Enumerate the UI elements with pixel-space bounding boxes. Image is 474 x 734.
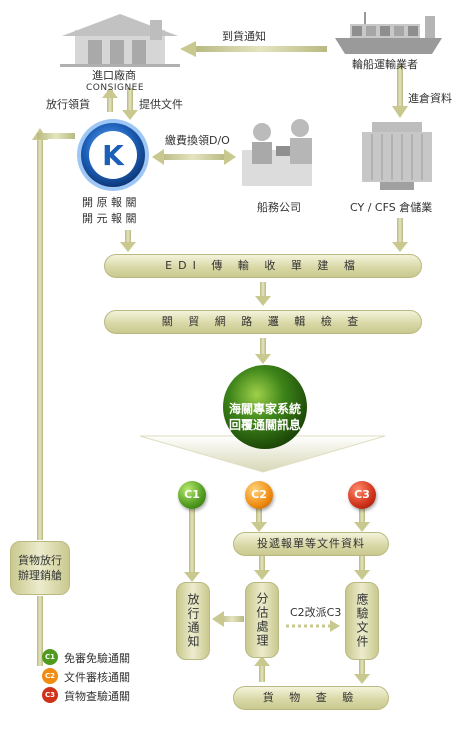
arrow-docs-to-inspection: [354, 660, 370, 684]
legend-c3-text: 貨物查驗通關: [64, 690, 130, 703]
arrival-notice-label: 到貨通知: [222, 30, 266, 43]
shipping-agent-label: 船務公司: [257, 201, 301, 214]
release-cancel-line2: 辦理銷艙: [18, 569, 62, 582]
provide-docs-label: 提供文件: [139, 98, 183, 111]
release-cancel-line1: 貨物放行: [18, 554, 62, 567]
arrow-submit-to-inspection-docs: [354, 556, 370, 580]
legend-c2-text: 文件審核通關: [64, 671, 130, 684]
consignee-building-icon: [60, 14, 180, 67]
cy-cfs-label: CY / CFS 倉儲業: [350, 201, 433, 214]
expert-system-text: 海關專家系統 回覆通關訊息: [210, 401, 320, 433]
arrow-warehouse-entry: [392, 64, 408, 118]
arrow-c3-to-submit: [354, 508, 370, 532]
arrow-provide-docs: [122, 88, 138, 120]
broker-logo-icon: K: [77, 119, 149, 191]
c2-ball: C2: [245, 481, 273, 509]
arrow-c1-to-release: [184, 508, 200, 582]
inspection-docs-box: 應驗文件: [345, 582, 379, 660]
pay-fee-label: 繳費換領D/O: [165, 134, 230, 147]
arrow-release-loop: [32, 128, 75, 666]
release-pickup-label: 放行領貨: [46, 98, 90, 111]
legend-c2-icon: C2: [42, 668, 58, 684]
cargo-ship-icon: [335, 12, 442, 54]
expert-system-sphere: [223, 365, 307, 449]
network-check-bar: 關 貿 網 路 邏 輯 檢 查: [104, 310, 422, 334]
legend-c3-icon: C3: [42, 687, 58, 703]
expert-system-line1: 海關專家系統: [228, 402, 301, 416]
arrow-edi-to-network: [255, 282, 271, 306]
broker-name-line1: 開 原 報 關: [82, 196, 137, 209]
legend-c1-text: 免審免驗通關: [64, 652, 130, 665]
arrow-release-pickup: [102, 88, 118, 112]
arrow-cy-to-edi: [392, 218, 408, 252]
c2-reassign-c3-label: C2改派C3: [290, 606, 342, 619]
goods-inspection-bar: 貨 物 查 驗: [233, 686, 389, 710]
legend-c1-icon: C1: [42, 649, 58, 665]
expert-system-line2: 回覆通關訊息: [228, 418, 301, 432]
arrow-network-to-expert: [255, 338, 271, 364]
edi-transmission-bar: EDI 傳 輸 收 單 建 檔: [104, 254, 422, 278]
consignee-en-label: CONSIGNEE: [86, 83, 145, 93]
shipping-agent-office-icon: [242, 119, 312, 186]
release-notice-box: 放行通知: [176, 582, 210, 660]
arrow-c2-reassign-c3: [286, 620, 340, 632]
arrow-c2-to-submit: [251, 508, 267, 532]
shipping-line-label: 輪船運輸業者: [352, 58, 418, 71]
arrow-assessment-to-release: [212, 611, 244, 627]
arrow-arrival-notice: [180, 41, 327, 57]
arrow-pay-fee: [152, 149, 236, 165]
warehouse-entry-label: 進倉資料: [408, 92, 452, 105]
broker-name-line2: 開 元 報 關: [82, 212, 137, 225]
arrow-broker-to-edi: [120, 230, 136, 252]
c3-ball: C3: [348, 481, 376, 509]
c1-ball: C1: [178, 481, 206, 509]
release-cancel-box: 貨物放行 辦理銷艙: [10, 541, 70, 595]
assessment-box: 分估處理: [245, 582, 279, 658]
svg-text:K: K: [102, 139, 125, 172]
submit-docs-bar: 投遞報單等文件資料: [233, 532, 389, 556]
arrow-inspection-to-assessment: [254, 656, 270, 682]
arrow-submit-to-assessment: [254, 556, 270, 580]
consignee-label: 進口廠商: [92, 69, 136, 82]
warehouse-container-icon: [362, 122, 432, 190]
